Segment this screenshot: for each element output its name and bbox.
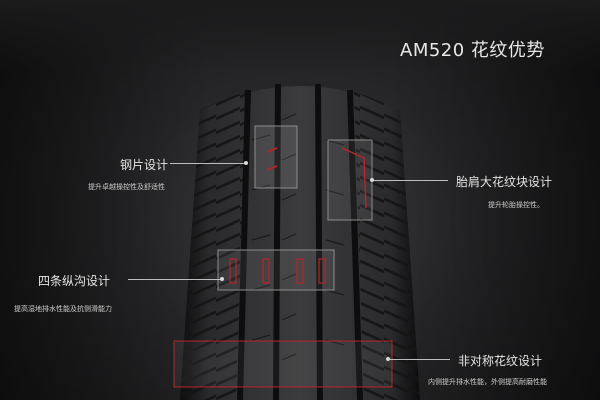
asymmetric-leader [388,359,450,360]
shoulder-block-desc: 提升轮胎操控性。 [488,201,544,209]
asymmetric-label: 非对称花纹设计 [458,354,543,368]
asymmetric-dot [386,357,390,361]
asymmetric-desc: 内侧提升排水性能，外侧提高耐磨性能 [428,378,547,386]
four-grooves-label: 四条纵沟设计 [38,274,111,288]
page-title: AM520 花纹优势 [400,40,545,61]
four-grooves-dot [220,277,224,281]
groove-highlight-box [217,249,335,291]
sipe-highlight-box [254,125,298,189]
shoulder-block-dot [370,178,374,182]
shoulder-block-label: 胎肩大花纹块设计 [456,175,553,189]
asymmetric-highlight-box [173,340,393,388]
steel-sipe-dot [244,161,248,165]
steel-sipe-leader [170,163,246,164]
steel-sipe-desc: 提升卓越操控性及舒适性 [88,183,165,191]
four-grooves-leader [128,279,222,280]
shoulder-block-leader [372,180,448,181]
steel-sipe-label: 钢片设计 [120,158,169,172]
four-grooves-desc: 提高湿地排水性能及抗侧滑能力 [14,305,112,313]
